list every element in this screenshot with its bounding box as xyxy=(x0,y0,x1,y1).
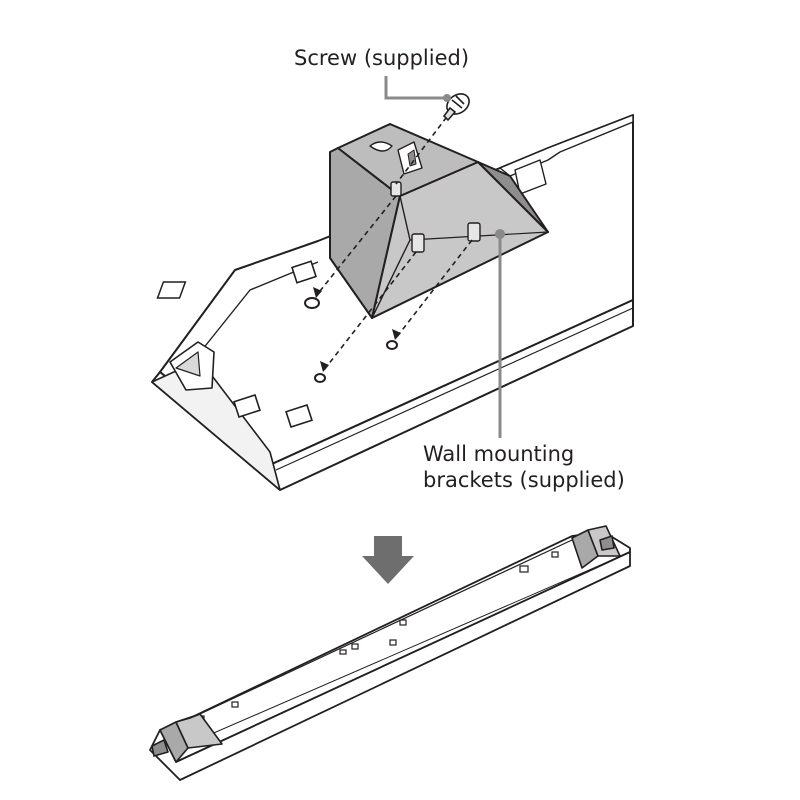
alignment-lines xyxy=(315,109,473,371)
brackets-label: Wall mounting brackets (supplied) xyxy=(423,441,625,493)
right-bracket xyxy=(571,525,621,569)
alignment-arrowheads xyxy=(313,287,401,372)
left-bracket xyxy=(151,713,223,763)
screw-label: Screw (supplied) xyxy=(294,46,470,70)
leader-dot-bracket xyxy=(495,229,505,239)
down-arrow-icon xyxy=(362,536,414,584)
bar-holes xyxy=(304,297,398,383)
screw-icon xyxy=(442,93,470,122)
brackets-label-line1: Wall mounting xyxy=(423,442,575,466)
brackets-label-line2: brackets (supplied) xyxy=(423,468,625,492)
bar-pads xyxy=(156,260,317,429)
callout-leaders xyxy=(384,76,502,438)
wall-mounting-bracket xyxy=(329,123,549,319)
leader-dot-screw xyxy=(443,94,451,102)
